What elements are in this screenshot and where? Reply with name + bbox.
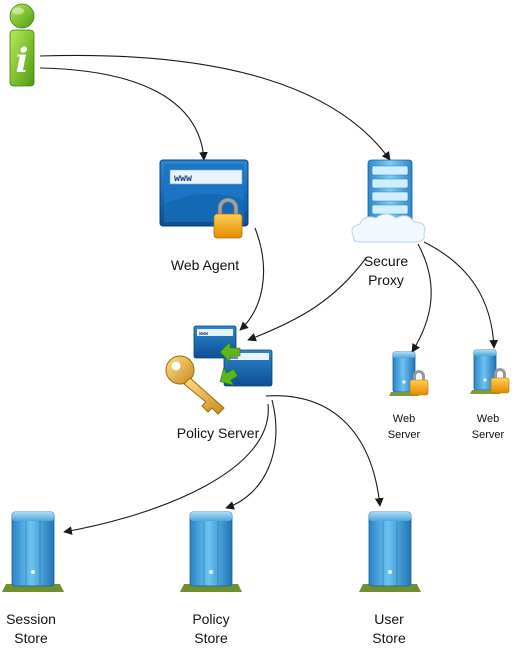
svg-text:www: www (229, 355, 238, 361)
session-store-label-line2: Store (14, 630, 48, 646)
key-monitors-icon: www www (165, 325, 273, 415)
session-store-label-line1: Session (6, 611, 56, 627)
policy-store-label-line2: Store (194, 630, 228, 646)
edge-proxy-web-server-1 (411, 243, 432, 353)
policy-store-label-line1: Policy (192, 611, 229, 627)
browser-lock-icon: www (159, 159, 249, 239)
policy-server-label: Policy Server (177, 425, 260, 441)
svg-text:www: www (199, 331, 208, 337)
edge-user-web-agent (39, 67, 208, 161)
edge-policy-session-store (63, 403, 269, 535)
browser-address-text: www (174, 174, 192, 185)
web-server-1-label-line1: Web (393, 413, 415, 425)
edge-policy-policy-store (225, 399, 277, 510)
server-cloud-icon (351, 159, 426, 243)
user-store-label-line1: User (374, 611, 404, 627)
web-server-2-label-line1: Web (477, 413, 499, 425)
user-store-icon (358, 511, 422, 593)
web-server-2-label-line2: Server (472, 429, 505, 441)
server-lock-icon-1 (388, 351, 429, 397)
server-lock-icon-2 (469, 349, 510, 395)
secure-proxy-label-line2: Proxy (368, 272, 404, 288)
secure-proxy-label-line1: Secure (364, 253, 409, 269)
edges (39, 54, 499, 535)
web-server-1-label-line2: Server (388, 429, 421, 441)
web-agent-label: Web Agent (171, 257, 239, 273)
edge-web-agent-policy-server (239, 227, 265, 331)
session-store-icon (1, 511, 65, 593)
info-person-icon: i (9, 3, 35, 87)
policy-store-icon (179, 511, 243, 593)
user-store-label-line2: Store (372, 630, 406, 646)
edge-policy-user-store (265, 395, 384, 507)
edge-user-secure-proxy (39, 54, 391, 161)
svg-text:i: i (16, 41, 29, 81)
edge-proxy-web-server-2 (423, 241, 499, 349)
edge-proxy-policy-server (247, 257, 367, 342)
